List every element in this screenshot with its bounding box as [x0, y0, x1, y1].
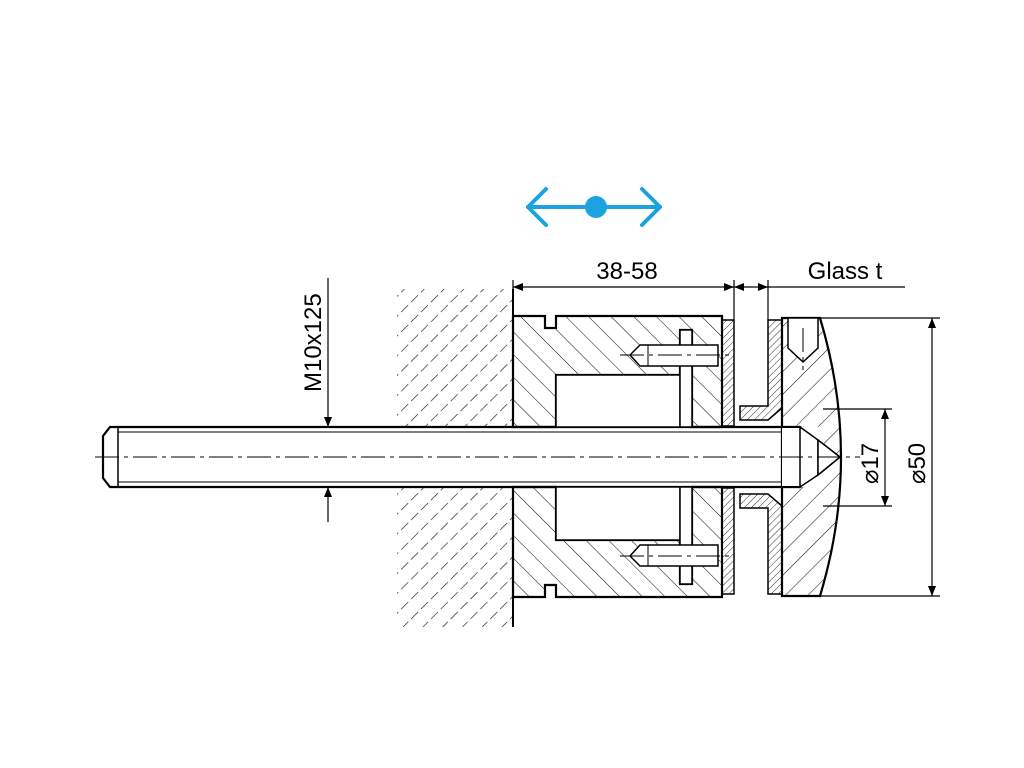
dimension-glass-thickness: Glass t: [734, 258, 905, 320]
base-cylinder-lower: [511, 485, 724, 599]
glass-thickness-label: Glass t: [808, 258, 883, 285]
diameter-small-label: ⌀17: [857, 443, 884, 484]
dimension-adjust-range: 38-58: [512, 258, 735, 320]
thread-label: M10x125: [300, 293, 327, 392]
gasket-left: [721, 319, 735, 595]
dimension-thread: M10x125: [300, 278, 332, 522]
dimension-diameter-small: ⌀17: [823, 408, 892, 507]
dimension-diameter-large: ⌀50: [820, 317, 940, 597]
adjust-range-label: 38-58: [596, 258, 657, 285]
base-cylinder-upper: [511, 314, 724, 429]
diameter-large-label: ⌀50: [904, 443, 931, 484]
wall-section: [397, 289, 514, 627]
adjustment-indicator-icon: [526, 187, 662, 227]
center-lines: [95, 328, 860, 557]
